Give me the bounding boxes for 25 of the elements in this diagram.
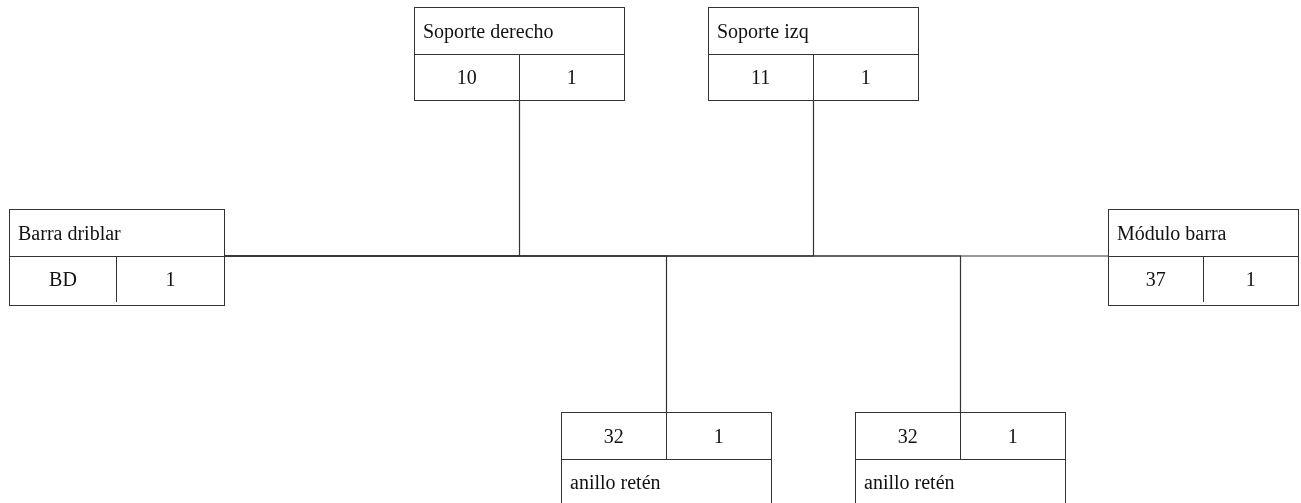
- quantity: 1: [565, 65, 578, 90]
- quantity: 1: [1244, 267, 1257, 292]
- part-name: Barra driblar: [17, 221, 122, 246]
- part-name: Soporte izq: [716, 19, 810, 45]
- part-box: [414, 7, 625, 101]
- quantity: 1: [859, 65, 872, 90]
- part-number: 11: [709, 54, 814, 100]
- part-box: [855, 412, 1066, 503]
- part-name: Módulo barra: [1116, 221, 1228, 246]
- part-number: BD: [10, 256, 117, 302]
- part-box: [1108, 209, 1299, 306]
- connector-line: [224, 255, 962, 413]
- part-name: anillo retén: [863, 470, 956, 495]
- part-number: 37: [1109, 256, 1204, 302]
- part-number: 32: [856, 413, 961, 459]
- part-box: [9, 209, 225, 306]
- quantity: 1: [1006, 424, 1019, 449]
- part-name: Soporte derecho: [422, 19, 555, 45]
- part-number: 32: [562, 413, 667, 459]
- quantity: 1: [712, 424, 725, 449]
- quantity: 1: [164, 267, 177, 292]
- part-name: anillo retén: [569, 470, 662, 495]
- part-number: 10: [415, 54, 520, 100]
- part-box: [561, 412, 772, 503]
- part-box: [708, 7, 919, 101]
